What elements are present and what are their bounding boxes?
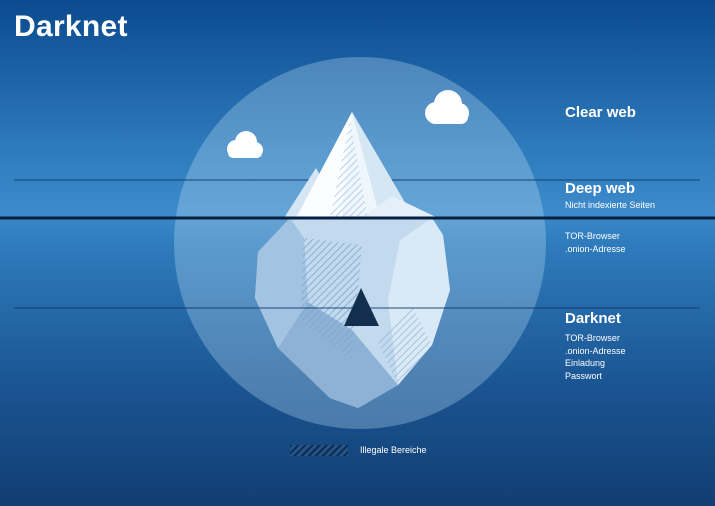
darknet-item: Passwort [565,370,603,381]
clear-web-section: Clear web [565,104,636,121]
darknet-item: TOR-Browser [565,333,620,343]
iceberg [255,112,450,408]
legend-label: Illegale Bereiche [360,445,427,455]
iceberg-hatch-area-mid [300,238,362,360]
clear-web-label: Clear web [565,104,636,121]
deep-web-details: TOR-Browser .onion-Adresse [565,230,626,255]
darknet-item: Einladung [565,358,606,368]
darknet-item: .onion-Adresse [565,345,626,356]
deep-web-section: Deep web Nicht indexierte Seiten [565,180,655,211]
iceberg-hatch-area-lower-right [378,306,432,385]
cloud-large-icon [425,90,469,124]
page-title: Darknet [14,10,128,43]
iceberg-tip-shadow [352,112,414,218]
cave-icon [344,288,379,326]
iceberg-underwater-left-facet [255,218,308,348]
deep-web-item: TOR-Browser [565,231,620,241]
hatch-swatch-icon [290,445,348,456]
deep-web-item: .onion-Adresse [565,243,626,254]
iceberg-tip-hatch-area [330,120,368,218]
darknet-section: Darknet TOR-Browser .onion-Adresse Einla… [565,310,626,382]
legend: Illegale Bereiche [290,445,427,456]
iceberg-underwater-bottom-facet [278,302,398,408]
cloud-small-icon [227,131,263,158]
darknet-label: Darknet [565,310,621,327]
deep-web-subtitle: Nicht indexierte Seiten [565,200,656,210]
deep-web-label: Deep web [565,180,636,197]
iceberg-tip-right-shelf [362,196,438,218]
